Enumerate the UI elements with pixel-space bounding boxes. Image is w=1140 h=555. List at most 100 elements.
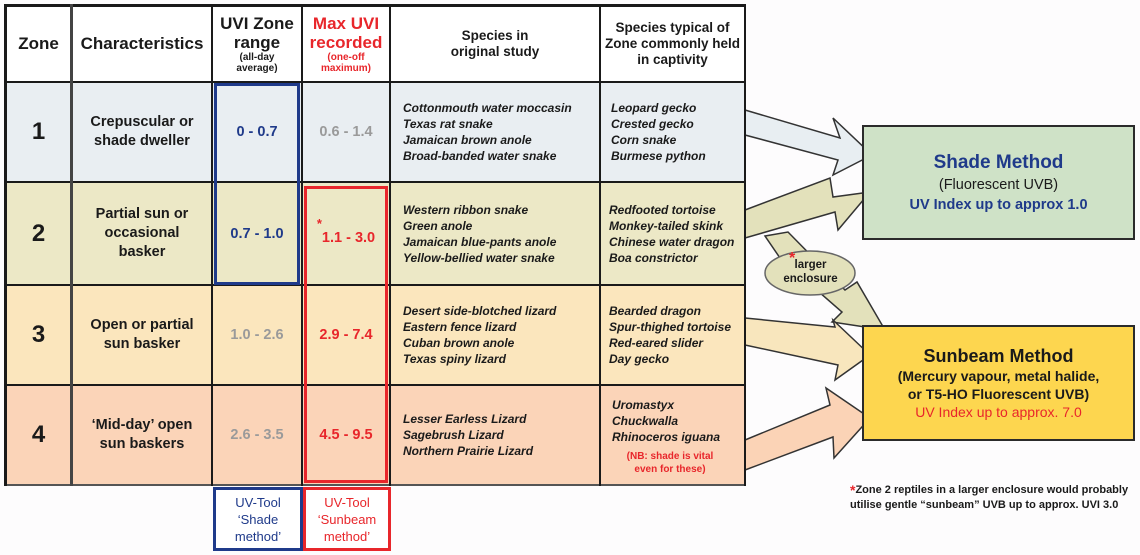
table-border-bottom <box>5 484 745 486</box>
species-item: Chinese water dragon <box>609 234 735 249</box>
row-2-species-study: Western ribbon snake Green anole Jamaica… <box>390 182 600 285</box>
species-item: Spur-thighed tortoise <box>609 320 731 334</box>
table-border-top <box>5 4 745 7</box>
species-item: Monkey-tailed skink <box>609 218 724 233</box>
species-item: Burmese python <box>611 149 706 163</box>
species-item: Cuban brown anole <box>403 336 515 350</box>
row-2-max-uvi-value: 1.1 - 3.0 <box>321 229 376 246</box>
row-divider <box>5 81 745 83</box>
arrow-zone1-to-shade-icon <box>744 108 874 177</box>
row-3-characteristics-text: Open or partial sun basker <box>90 317 194 352</box>
header-species-captive: Species typical of Zone commonly held in… <box>600 5 745 82</box>
species-item: Eastern fence lizard <box>403 320 517 334</box>
row-1-uvi-range: 0 - 0.7 <box>236 124 278 140</box>
col-divider <box>744 4 746 486</box>
bubble-label: larger enclosure <box>768 258 853 286</box>
row-4-characteristics: ‘Mid-day’ open sun baskers <box>72 385 212 485</box>
sunbeam-method-title: Sunbeam Method <box>923 346 1074 366</box>
row-1-max-uvi: 0.6 - 1.4 <box>319 124 373 140</box>
shade-method-box: Shade Method (Fluorescent UVB) UV Index … <box>862 125 1135 240</box>
species-item: Broad-banded water snake <box>403 149 557 163</box>
header-max-uvi-label: Max UVI recorded <box>309 13 383 52</box>
row-4-bg <box>5 385 745 485</box>
header-uvi-range-note: (all-day average) <box>236 51 278 74</box>
row-4-zone: 4 <box>31 421 46 448</box>
footnote-asterisk: * <box>850 482 856 498</box>
species-item: Jamaican brown anole <box>403 133 532 147</box>
species-item: Red-eared slider <box>609 336 704 350</box>
species-item: Yellow-bellied water snake <box>403 250 555 265</box>
col-divider <box>389 4 391 486</box>
species-item: Crested gecko <box>611 117 694 131</box>
row-1-characteristics-text: Crepuscular or shade dweller <box>90 114 194 149</box>
max-uvi-highlight-frame <box>304 186 388 483</box>
species-item: Boa constrictor <box>609 250 698 265</box>
header-zone-label: Zone <box>18 34 59 53</box>
species-item: Rhinoceros iguana <box>612 430 721 444</box>
header-uvi-range-label: UVI Zone range <box>220 13 294 52</box>
shade-method-title: Shade Method <box>933 151 1064 173</box>
row-2-characteristics: Partial sun or occasional basker <box>72 182 212 285</box>
bubble-label-line2: enclosure <box>783 273 838 285</box>
row-4-uvi-range: 2.6 - 3.5 <box>230 427 284 443</box>
row-2-max-uvi-asterisk: * <box>316 216 322 231</box>
species-item: Western ribbon snake <box>403 202 529 217</box>
header-species-study-label: Species in original study <box>450 27 540 59</box>
arrow-zone3-to-sunbeam-icon <box>744 317 872 382</box>
species-item: Uromastyx <box>612 398 675 412</box>
row-1-bg <box>5 82 745 182</box>
larger-enclosure-bubble-icon <box>764 250 856 296</box>
col-divider <box>211 4 213 486</box>
col-divider <box>4 4 7 486</box>
col-divider <box>599 4 601 486</box>
row-3-bg <box>5 285 745 385</box>
row-divider <box>5 284 745 286</box>
uvi-range-highlight-frame <box>214 83 300 285</box>
arrow-zone2-to-shade-icon <box>744 176 872 239</box>
species-item: Bearded dragon <box>609 304 702 318</box>
row-2-zone: 2 <box>31 219 46 247</box>
row-1-zone: 1 <box>31 118 46 145</box>
row-1-species-captive: Leopard gecko Crested gecko Corn snake B… <box>600 82 745 182</box>
captive-note: (NB: shade is vital even for these) <box>626 451 714 475</box>
species-item: Redfooted tortoise <box>609 202 716 217</box>
species-item: Texas rat snake <box>403 117 493 131</box>
species-item: Cottonmouth water moccasin <box>403 101 572 115</box>
header-species-study: Species in original study <box>390 5 600 82</box>
species-item: Jamaican blue-pants anole <box>403 234 557 249</box>
row-1-characteristics: Crepuscular or shade dweller <box>72 82 212 182</box>
footnote-text: Zone 2 reptiles in a larger enclosure wo… <box>850 484 1129 511</box>
uv-tool-shade-text: UV-Tool ‘Shade method’ <box>234 494 282 544</box>
row-4-max-uvi: 4.5 - 9.5 <box>319 427 373 443</box>
row-2-characteristics-text: Partial sun or occasional basker <box>95 206 189 260</box>
row-1-species-study: Cottonmouth water moccasin Texas rat sna… <box>390 82 600 182</box>
header-characteristics-label: Characteristics <box>80 34 204 53</box>
row-2-max-uvi: * 1.1 - 3.0 <box>302 182 390 285</box>
row-2-bg <box>5 182 745 285</box>
header-max-uvi: Max UVI recorded (one-off maximum) <box>302 5 390 82</box>
row-3-species-study: Desert side-blotched lizard Eastern fenc… <box>390 285 600 385</box>
sunbeam-method-subtitle-2: or T5-HO Fluorescent UVB) <box>907 386 1090 402</box>
footnote: *Zone 2 reptiles in a larger enclosure w… <box>850 483 1140 513</box>
sunbeam-method-uv-index: UV Index up to approx. 7.0 <box>915 404 1082 420</box>
species-item: Day gecko <box>609 352 670 366</box>
row-3-species-captive: Bearded dragon Spur-thighed tortoise Red… <box>600 285 745 385</box>
row-3-characteristics: Open or partial sun basker <box>72 285 212 385</box>
header-uvi-range: UVI Zone range (all-day average) <box>212 5 302 82</box>
row-4-species-captive: Uromastyx Chuckwalla Rhinoceros iguana (… <box>600 385 745 485</box>
header-characteristics: Characteristics <box>72 5 212 82</box>
sunbeam-method-box: Sunbeam Method (Mercury vapour, metal ha… <box>862 325 1135 441</box>
row-3-zone: 3 <box>31 321 46 348</box>
header-max-uvi-note: (one-off maximum) <box>320 51 371 74</box>
row-4-characteristics-text: ‘Mid-day’ open sun baskers <box>91 417 193 452</box>
species-item: Chuckwalla <box>612 414 679 428</box>
species-item: Lesser Earless Lizard <box>403 412 527 426</box>
species-item: Corn snake <box>611 133 677 147</box>
row-3-max-uvi: 2.9 - 7.4 <box>319 327 373 343</box>
sunbeam-method-subtitle-1: (Mercury vapour, metal halide, <box>897 368 1100 384</box>
species-item: Desert side-blotched lizard <box>403 304 557 318</box>
uv-tool-sunbeam-label: UV-Tool ‘Sunbeam method’ <box>303 487 391 551</box>
header-zone: Zone <box>5 5 72 82</box>
row-4-species-study: Lesser Earless Lizard Sagebrush Lizard N… <box>390 385 600 485</box>
